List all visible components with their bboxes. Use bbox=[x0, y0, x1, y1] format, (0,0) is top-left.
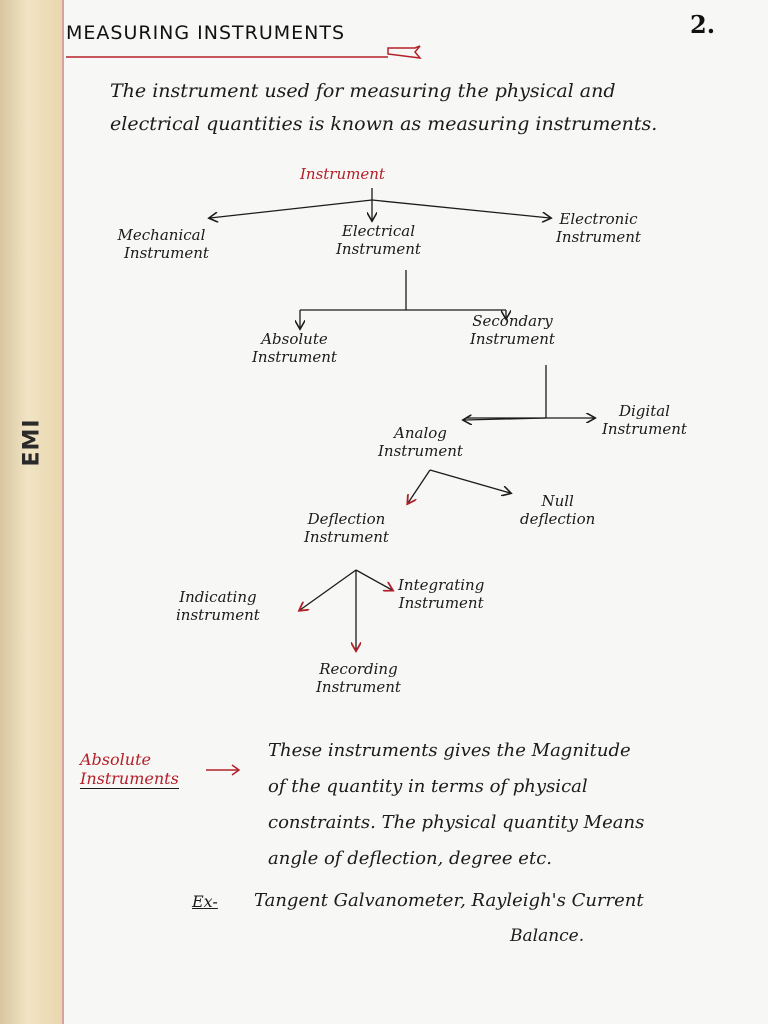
arrow-icon bbox=[387, 45, 422, 59]
example-line-1: Tangent Galvanometer, Rayleigh's Current bbox=[254, 890, 644, 911]
intro-line-1: The instrument used for measuring the ph… bbox=[110, 80, 616, 102]
notebook-binding bbox=[0, 0, 62, 1024]
page-title: MEASURING INSTRUMENTS bbox=[66, 22, 346, 44]
intro-line-2: electrical quantities is known as measur… bbox=[110, 113, 658, 135]
page-number: 2. bbox=[690, 10, 716, 39]
definition-line-2: of the quantity in terms of physical bbox=[268, 776, 588, 797]
definition-term: Absolute Instruments bbox=[80, 750, 179, 789]
margin-line bbox=[62, 0, 64, 1024]
tree-root: Instrument bbox=[300, 165, 385, 183]
example-line-2: Balance. bbox=[510, 926, 585, 946]
definition-line-1: These instruments gives the Magnitude bbox=[268, 740, 631, 761]
example-label: Ex- bbox=[192, 892, 218, 911]
definition-line-3: constraints. The physical quantity Means bbox=[268, 812, 645, 833]
arrow-icon bbox=[231, 764, 241, 776]
definition-line-4: angle of deflection, degree etc. bbox=[268, 848, 552, 869]
